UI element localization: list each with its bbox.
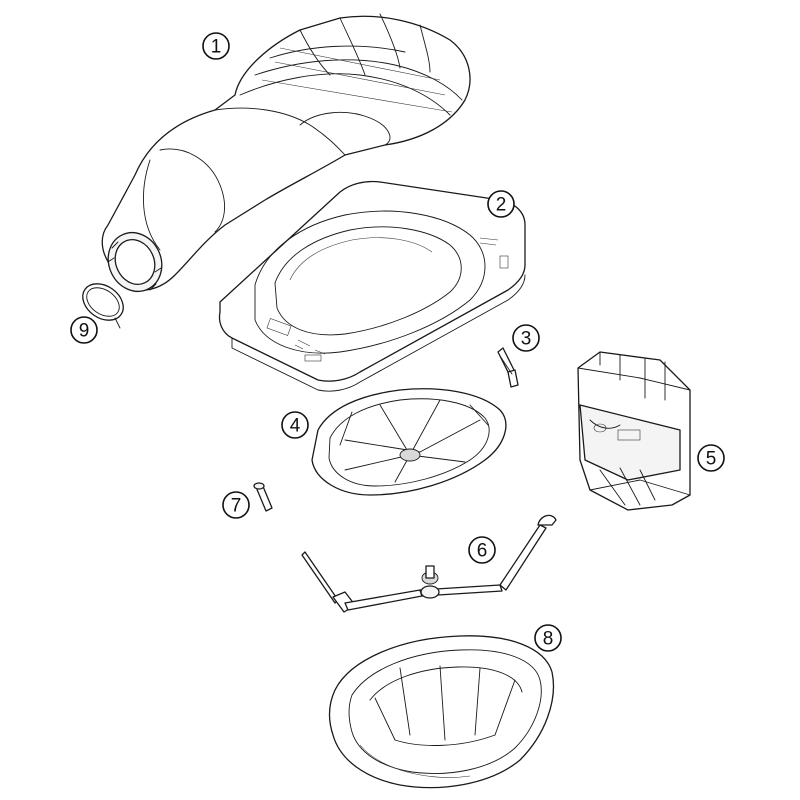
part-3-small-pin[interactable]	[497, 347, 519, 388]
callout-7: 7	[222, 491, 250, 519]
callout-1: 1	[202, 32, 230, 60]
callout-1-label: 1	[211, 37, 222, 58]
callout-3-label: 3	[521, 329, 532, 350]
callout-9-label: 9	[79, 321, 90, 342]
callout-5-label: 5	[706, 449, 717, 470]
callout-8: 8	[534, 624, 562, 652]
callout-2-label: 2	[496, 195, 507, 216]
callout-7-label: 7	[231, 496, 242, 517]
part-7-bolt[interactable]	[253, 482, 273, 512]
callout-9: 9	[70, 316, 98, 344]
part-5-intake-snorkel[interactable]	[577, 351, 691, 511]
callout-4: 4	[281, 411, 309, 439]
callout-3: 3	[512, 324, 540, 352]
part-1-intake-boot[interactable]	[99, 13, 471, 300]
callout-4-label: 4	[290, 416, 301, 437]
callout-2: 2	[487, 190, 515, 218]
callout-8-label: 8	[543, 629, 554, 650]
part-8-filter-bowl[interactable]	[328, 635, 555, 789]
callout-5: 5	[697, 444, 725, 472]
part-2-airbox-cover[interactable]	[218, 180, 526, 392]
callout-6-label: 6	[477, 541, 488, 562]
part-6-linkage-rod[interactable]	[301, 514, 557, 613]
part-4-filter-cage[interactable]	[311, 388, 507, 496]
callout-6: 6	[468, 536, 496, 564]
part-9-clamp-ring[interactable]	[76, 276, 130, 329]
